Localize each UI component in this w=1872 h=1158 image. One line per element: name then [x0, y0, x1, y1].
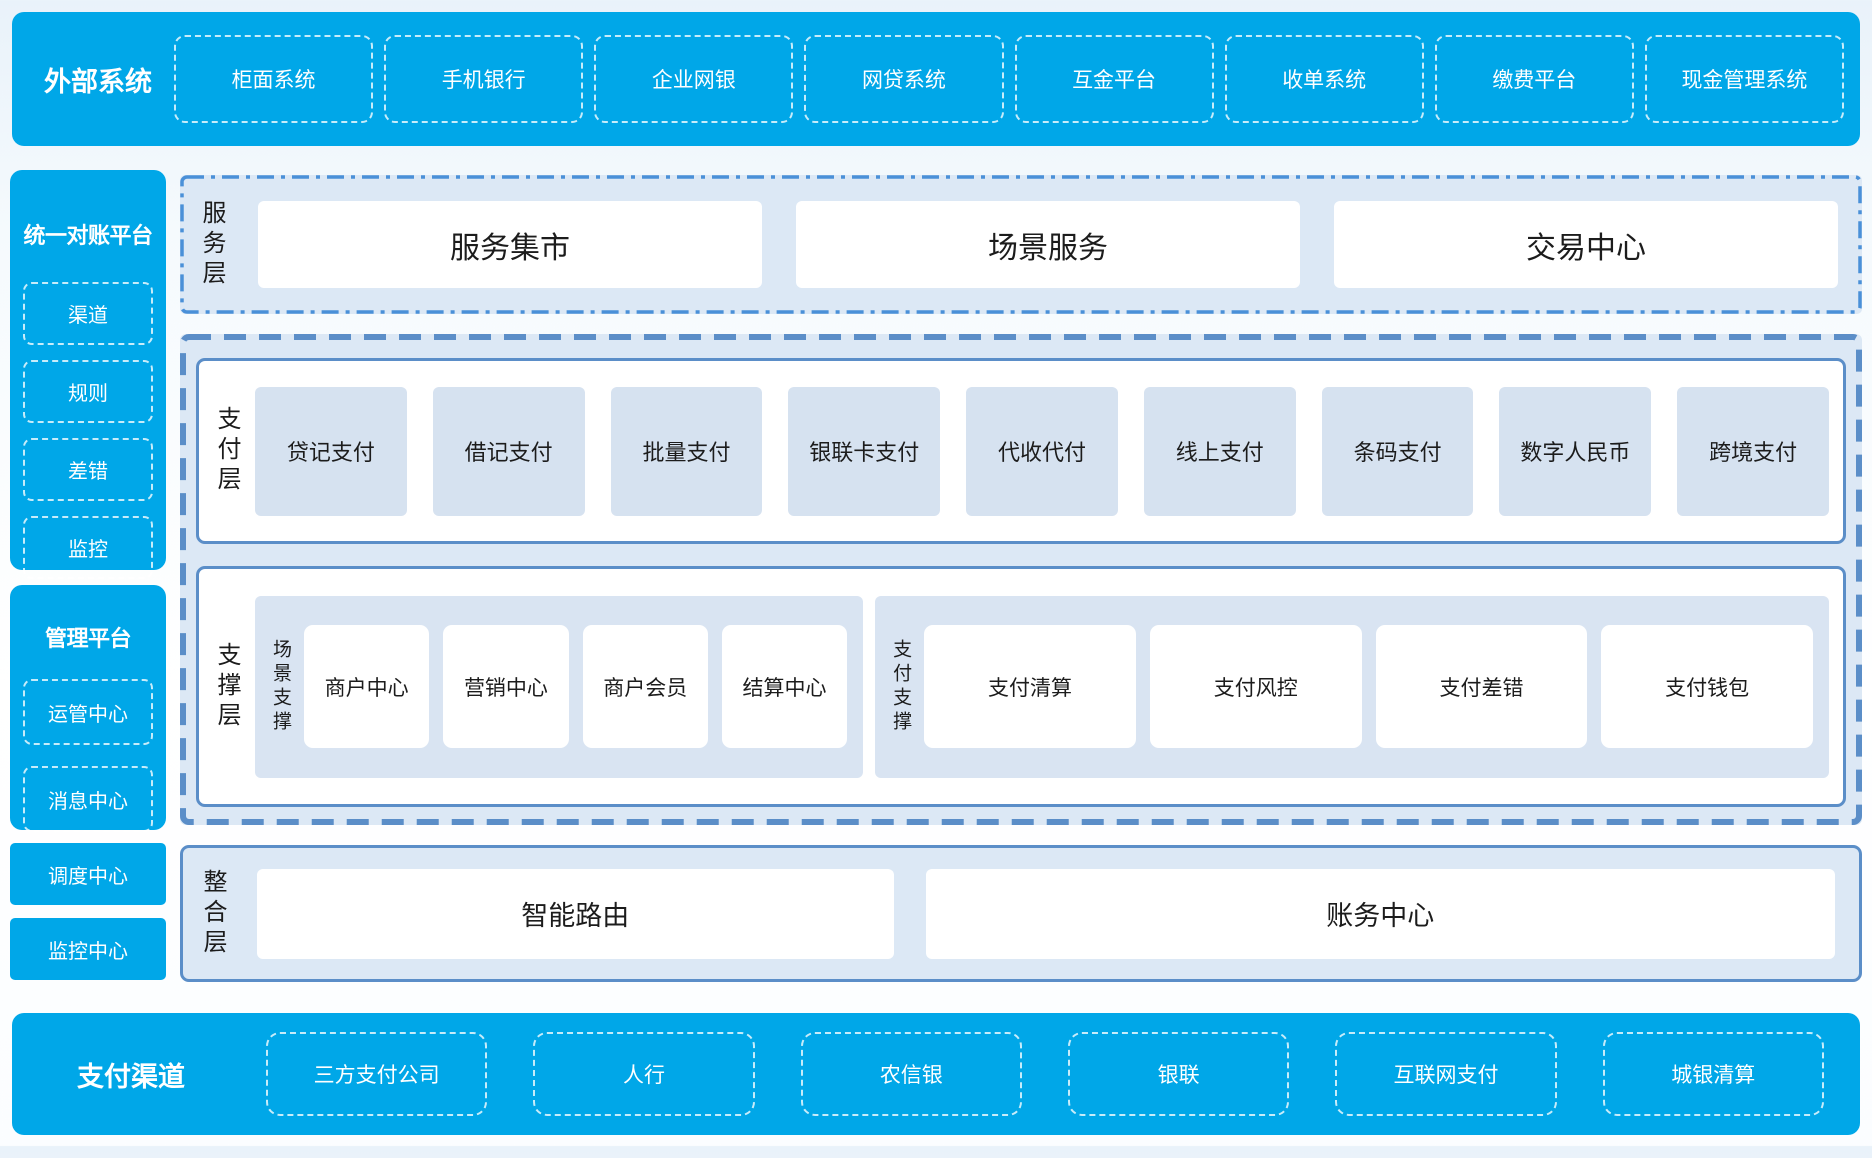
- reconciliation-platform-title: 统一对账平台: [23, 224, 153, 249]
- payment-layer: 支付层 贷记支付 借记支付 批量支付 银联卡支付 代收代付 线上支付 条码支付 …: [196, 358, 1846, 544]
- payment-support-group: 支付支撑 支付清算 支付风控 支付差错 支付钱包: [875, 595, 1829, 778]
- payment-items: 贷记支付 借记支付 批量支付 银联卡支付 代收代付 线上支付 条码支付 数字人民…: [255, 386, 1830, 516]
- payment-item: 贷记支付: [255, 386, 407, 516]
- scene-support-label: 场景支撑: [270, 638, 292, 735]
- payment-item: 借记支付: [432, 386, 585, 516]
- sidebar-item: 消息中心: [23, 766, 153, 832]
- monitoring-center-box: 监控中心: [10, 918, 166, 980]
- payment-channel-item: 互联网支付: [1335, 1032, 1557, 1116]
- payment-support-label: 支付支撑: [890, 638, 913, 735]
- external-systems-items: 柜面系统 手机银行 企业网银 网贷系统 互金平台 收单系统 缴费平台 现金管理系…: [174, 35, 1844, 123]
- payment-item: 批量支付: [610, 386, 763, 516]
- payment-item: 数字人民币: [1499, 386, 1652, 516]
- external-system-item: 现金管理系统: [1644, 35, 1844, 123]
- external-systems-title: 外部系统: [44, 66, 152, 98]
- left-sidebar: 统一对账平台 渠道 规则 差错 监控 管理平台 运管中心 消息中心 调度中心 监…: [10, 146, 166, 980]
- sidebar-item: 差错: [23, 438, 153, 501]
- sidebar-item: 规则: [23, 360, 153, 423]
- payment-item: 线上支付: [1143, 386, 1296, 516]
- external-system-item: 手机银行: [384, 35, 584, 123]
- support-card: 支付钱包: [1601, 625, 1814, 748]
- integration-box: 智能路由: [257, 868, 894, 959]
- service-box: 场景服务: [796, 201, 1300, 288]
- support-card: 支付差错: [1375, 625, 1588, 748]
- payment-item: 银联卡支付: [788, 386, 941, 516]
- payment-layer-label: 支付层: [213, 406, 241, 496]
- scene-support-group: 场景支撑 商户中心 营销中心 商户会员 结算中心: [255, 595, 864, 778]
- diagram-body: 统一对账平台 渠道 规则 差错 监控 管理平台 运管中心 消息中心 调度中心 监…: [10, 146, 1862, 982]
- payment-channel-item: 三方支付公司: [266, 1032, 488, 1116]
- payment-item: 代收代付: [966, 386, 1118, 516]
- payment-channel-item: 城银清算: [1602, 1032, 1824, 1116]
- payment-channels-bar: 支付渠道 三方支付公司 人行 农信银 银联 互联网支付 城银清算: [12, 1013, 1860, 1135]
- payment-item: 跨境支付: [1677, 386, 1830, 516]
- dispatch-center-box: 调度中心: [10, 843, 166, 905]
- payment-channels-items: 三方支付公司 人行 农信银 银联 互联网支付 城银清算: [266, 1032, 1824, 1116]
- support-groups: 场景支撑 商户中心 营销中心 商户会员 结算中心 支付支撑 支付清算 支付风控 …: [255, 595, 1829, 778]
- external-system-item: 网贷系统: [804, 35, 1004, 123]
- support-layer-label: 支撑层: [213, 641, 241, 732]
- support-card: 营销中心: [443, 625, 569, 748]
- payment-channel-item: 银联: [1067, 1032, 1290, 1116]
- support-card: 商户会员: [582, 625, 708, 748]
- external-system-item: 互金平台: [1014, 35, 1214, 123]
- management-platform-title: 管理平台: [44, 627, 132, 652]
- service-layer-label: 服务层: [198, 199, 226, 290]
- external-system-item: 柜面系统: [174, 35, 374, 123]
- support-card: 结算中心: [721, 625, 848, 748]
- sidebar-item: 监控: [23, 516, 153, 579]
- support-card: 支付风控: [1149, 625, 1362, 748]
- core-layers-wrap: 支付层 贷记支付 借记支付 批量支付 银联卡支付 代收代付 线上支付 条码支付 …: [180, 334, 1862, 825]
- integration-box: 账务中心: [925, 868, 1835, 959]
- payment-channels-title: 支付渠道: [77, 1061, 185, 1093]
- external-system-item: 企业网银: [594, 35, 794, 123]
- integration-layer: 整合层 智能路由 账务中心: [180, 845, 1862, 982]
- service-box: 服务集市: [258, 201, 762, 288]
- sidebar-item: 渠道: [23, 282, 153, 345]
- architecture-diagram: 外部系统 柜面系统 手机银行 企业网银 网贷系统 互金平台 收单系统 缴费平台 …: [0, 12, 1872, 1158]
- support-card: 支付清算: [924, 625, 1136, 748]
- main-column: 服务层 服务集市 场景服务 交易中心 支付层 贷记支付 借记支付 批量支付 银联…: [180, 146, 1862, 982]
- payment-item: 条码支付: [1321, 386, 1474, 516]
- reconciliation-platform-panel: 统一对账平台 渠道 规则 差错 监控: [10, 170, 166, 579]
- service-box: 交易中心: [1334, 201, 1838, 288]
- external-systems-bar: 外部系统 柜面系统 手机银行 企业网银 网贷系统 互金平台 收单系统 缴费平台 …: [12, 12, 1860, 146]
- sidebar-item: 运管中心: [23, 679, 153, 745]
- service-layer: 服务层 服务集市 场景服务 交易中心: [180, 175, 1862, 314]
- management-platform-panel: 管理平台 运管中心 消息中心: [10, 585, 166, 832]
- payment-channel-item: 人行: [533, 1032, 755, 1116]
- support-layer: 支撑层 场景支撑 商户中心 营销中心 商户会员 结算中心 支付支撑 支付清算: [196, 566, 1846, 807]
- support-card: 商户中心: [304, 625, 430, 748]
- integration-layer-label: 整合层: [199, 868, 227, 959]
- external-system-item: 缴费平台: [1434, 35, 1634, 123]
- external-system-item: 收单系统: [1224, 35, 1424, 123]
- payment-channel-item: 农信银: [800, 1032, 1022, 1116]
